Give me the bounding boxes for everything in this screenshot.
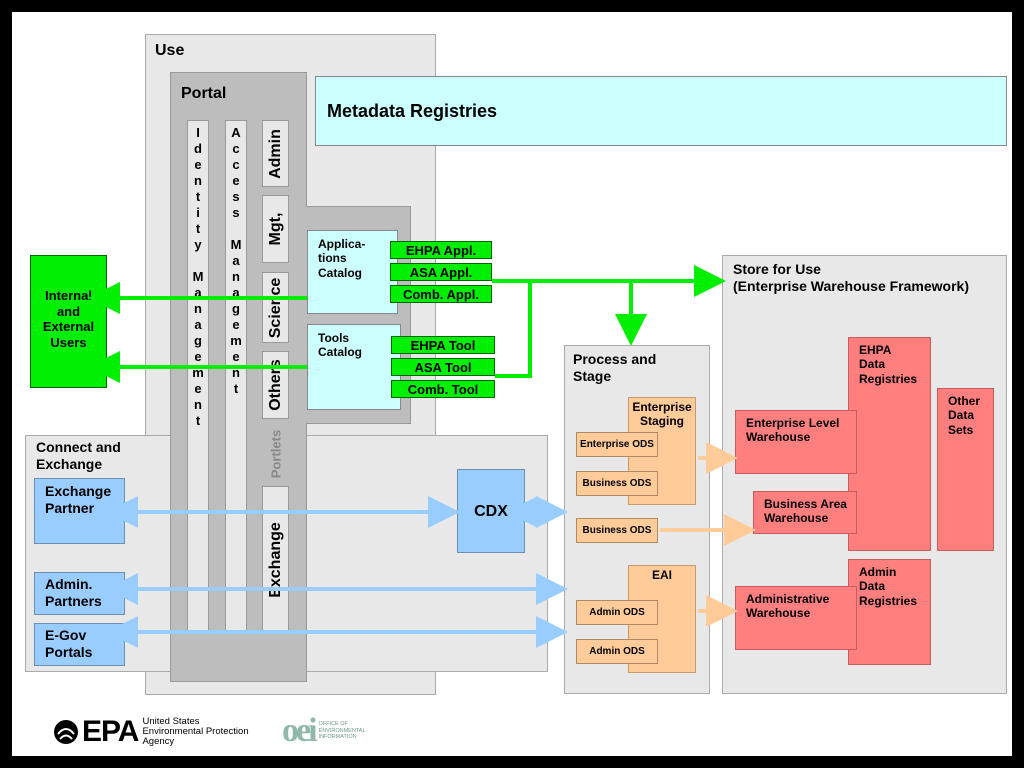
tab-admin-label: Admin [266,128,284,179]
ehpa-data-registries[interactable]: EHPA Data Registries [848,337,931,551]
users-label: Internal and External Users [42,288,95,350]
comb-tool[interactable]: Comb. Tool [391,380,495,398]
epa-mark: EPA [82,715,139,748]
enterprise-staging-label: Enterprise Staging [632,400,692,429]
business-ods-1[interactable]: Business ODS [576,471,658,496]
administrative-warehouse[interactable]: Administrative Warehouse [735,586,857,650]
ehpa-data-registries-label: EHPA Data Registries [859,343,918,386]
other-data-sets-label: Other Data Sets [948,394,981,437]
eai-label: EAI [651,568,672,582]
oei-logo: oei OFFICE OF ENVIRONMENTAL INFORMATION [282,711,366,751]
access-management-label: A c c e s s M a n a g e m e n t [230,125,242,396]
applications-catalog: Applica- tions Catalog [307,230,398,314]
exchange-partner[interactable]: Exchange Partner [34,478,125,544]
use-label: Use [155,42,185,59]
administrative-warehouse-label: Administrative Warehouse [746,592,830,621]
tab-science-label: Science [266,277,284,338]
admin-partners-label: Admin. Partners [45,576,102,609]
epa-flower-icon [54,720,78,744]
asa-tool[interactable]: ASA Tool [391,358,495,376]
ehpa-tool[interactable]: EHPA Tool [391,336,495,354]
portal-label: Portal [181,85,227,102]
store-label: Store for Use (Enterprise Warehouse Fram… [733,261,969,294]
exchange-portlet-label: Exchange [266,522,284,598]
metadata-registries-label: Metadata Registries [327,101,498,121]
admin-partners[interactable]: Admin. Partners [34,572,125,615]
oei-mark: oei [282,712,318,749]
exchange-partner-label: Exchange Partner [45,483,112,516]
process-stage-label: Process and Stage [573,351,657,384]
portlets-label: Portlets [268,429,283,479]
tools-catalog-label: Tools Catalog [318,331,363,360]
business-ods-2[interactable]: Business ODS [576,518,658,543]
ehpa-appl[interactable]: EHPA Appl. [390,241,492,259]
asa-appl[interactable]: ASA Appl. [390,263,492,281]
cdx[interactable]: CDX [457,469,525,553]
enterprise-level-warehouse-label: Enterprise Level Warehouse [746,416,840,445]
tab-mgt-label: Mgt, [266,212,284,246]
enterprise-ods[interactable]: Enterprise ODS [576,432,658,457]
exchange-portlet[interactable]: Exchange [262,486,289,634]
business-area-warehouse[interactable]: Business Area Warehouse [753,491,857,534]
tools-catalog: Tools Catalog [307,324,401,410]
oei-name: OFFICE OF ENVIRONMENTAL INFORMATION [318,721,366,741]
tab-mgt[interactable]: Mgt, [262,195,289,263]
identity-management: I d e n t i t y M a n a g e m e n t [187,120,209,634]
diagram-slide: Use Connect and Exchange Portal I d e n … [12,12,1012,756]
tab-others[interactable]: Others [262,351,289,419]
other-data-sets[interactable]: Other Data Sets [937,388,994,551]
admin-ods-2[interactable]: Admin ODS [576,639,658,664]
tab-science[interactable]: Science [262,272,289,343]
cdx-label: CDX [474,503,508,520]
comb-appl[interactable]: Comb. Appl. [390,285,492,303]
egov-portals[interactable]: E-Gov Portals [34,623,125,666]
connect-label: Connect and Exchange [36,439,121,472]
epa-name: United States Environmental Protection A… [142,716,249,747]
admin-data-registries[interactable]: Admin Data Registries [848,559,931,665]
access-management: A c c e s s M a n a g e m e n t [225,120,247,634]
applications-catalog-label: Applica- tions Catalog [318,237,366,280]
tab-admin[interactable]: Admin [262,120,289,187]
admin-ods-1[interactable]: Admin ODS [576,600,658,625]
internal-external-users[interactable]: Internal and External Users [30,255,107,388]
business-area-warehouse-label: Business Area Warehouse [764,497,847,526]
admin-data-registries-label: Admin Data Registries [859,565,918,608]
tab-others-label: Others [266,359,284,411]
metadata-registries: Metadata Registries [315,76,1007,146]
enterprise-level-warehouse[interactable]: Enterprise Level Warehouse [735,410,857,474]
identity-management-label: I d e n t i t y M a n a g e m e n t [192,125,204,428]
egov-portals-label: E-Gov Portals [45,627,93,660]
arrow-tools-join [495,281,532,378]
epa-logo: EPA United States Environmental Protecti… [52,714,249,750]
